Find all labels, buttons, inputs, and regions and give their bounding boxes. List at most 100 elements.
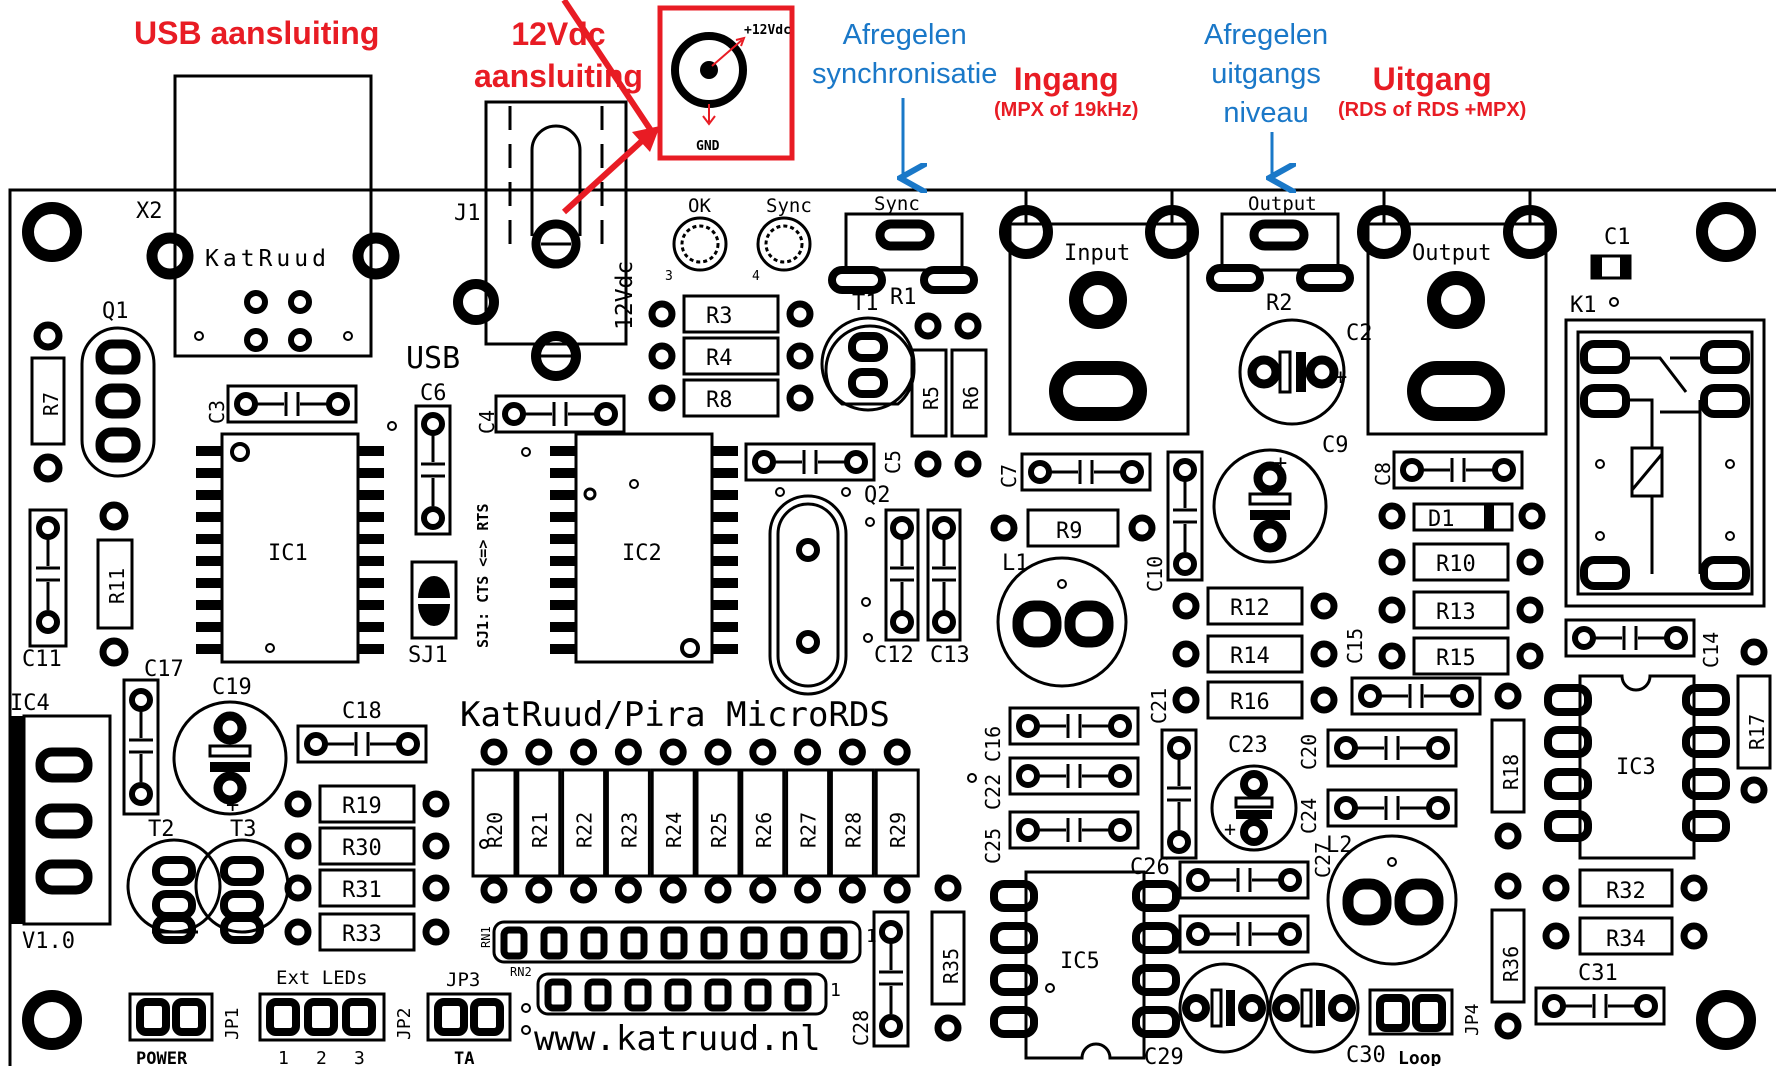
resistor-ref: R20 xyxy=(483,812,507,848)
ic-pin xyxy=(712,446,738,456)
capacitor-body xyxy=(1326,788,1458,828)
ic-pin xyxy=(196,644,222,654)
resistor-body xyxy=(516,768,562,878)
svg-text:+: + xyxy=(1274,451,1287,476)
svg-text:+: + xyxy=(1334,365,1347,390)
inductor-l2 xyxy=(1326,834,1458,966)
solder-pad xyxy=(794,738,822,766)
ic-pin xyxy=(550,622,576,632)
resistor-ref: R30 xyxy=(342,836,382,861)
rn-pin xyxy=(820,926,848,960)
solder-jumper-sj1 xyxy=(410,560,458,640)
l1-ref: L1 xyxy=(1002,551,1029,576)
resistor-r35 xyxy=(930,874,966,1042)
resistor-ref: R15 xyxy=(1436,646,1476,671)
solder-pad xyxy=(480,738,508,766)
solder-pad xyxy=(1378,596,1406,624)
rn-pin xyxy=(780,926,808,960)
cap-c7 xyxy=(1020,452,1152,492)
r7-ref: R7 xyxy=(39,392,63,416)
solder-pad xyxy=(525,876,553,904)
cap-c31 xyxy=(1534,986,1666,1026)
jp1-ref: JP1 xyxy=(222,1007,243,1040)
ic3-ref: IC3 xyxy=(1616,755,1656,780)
ic-pin xyxy=(196,534,222,544)
resistor-r7 xyxy=(30,321,66,483)
ic-pin xyxy=(550,600,576,610)
c19-ref: C19 xyxy=(212,675,252,700)
ic-pin xyxy=(196,622,222,632)
resistor-r36 xyxy=(1490,872,1526,1040)
r36-ref: R36 xyxy=(1499,946,1523,982)
pot-r2 xyxy=(1206,212,1354,292)
solder-pad xyxy=(704,876,732,904)
capacitor-body xyxy=(1008,756,1140,796)
inductor-l1 xyxy=(996,556,1128,688)
rn-pin xyxy=(660,926,688,960)
cap-c18 xyxy=(296,724,428,764)
rn2-ref: RN2 xyxy=(510,965,532,979)
ic5-chip xyxy=(990,870,1180,1060)
t3-ref: T3 xyxy=(230,817,257,842)
ic2-pins xyxy=(550,446,738,654)
c13-ref: C13 xyxy=(930,643,970,668)
solder-pad xyxy=(659,738,687,766)
ic-pin xyxy=(196,490,222,500)
solder-pad xyxy=(284,832,312,860)
c7-ref: C7 xyxy=(997,464,1021,488)
resistor-body xyxy=(561,768,607,878)
resistor-body xyxy=(318,826,416,866)
ic1-chip xyxy=(220,432,360,664)
solder-pad xyxy=(1172,592,1200,620)
resistor-ref: R14 xyxy=(1230,644,1270,669)
r9-ref: R9 xyxy=(1056,519,1083,544)
k1-ref: K1 xyxy=(1570,293,1597,318)
jp3-ref: JP3 xyxy=(446,969,480,991)
c9-ref: C9 xyxy=(1322,433,1349,458)
r35-ref: R35 xyxy=(939,948,963,984)
solder-pad xyxy=(1310,640,1338,668)
solder-pad xyxy=(838,738,866,766)
cap-c10 xyxy=(1166,450,1204,582)
c26-ref: C26 xyxy=(1130,855,1170,880)
rca-input-jack xyxy=(999,188,1199,436)
rn-pin1-a: 1 xyxy=(866,926,877,947)
dc-12vdc-label: 12Vdc xyxy=(612,261,638,330)
usb-brand-label: KatRuud xyxy=(205,246,330,272)
cap-c26 xyxy=(1178,860,1310,900)
ic-pin xyxy=(358,468,384,478)
resistor-body xyxy=(829,768,875,878)
solder-pad xyxy=(422,790,450,818)
dc-jack-j1 xyxy=(453,100,628,381)
resistor-body xyxy=(682,336,780,376)
solder-pad xyxy=(883,876,911,904)
resistor-body xyxy=(682,378,780,418)
led-ok xyxy=(672,216,728,272)
sj1-ref: SJ1 xyxy=(408,643,448,668)
solder-pad xyxy=(1516,548,1544,576)
ic-pin xyxy=(196,556,222,566)
transistor-t1 xyxy=(820,316,916,412)
rn-pin xyxy=(624,978,652,1012)
led-pin4: 4 xyxy=(752,269,760,284)
rn-pin xyxy=(704,978,732,1012)
x2-ref: X2 xyxy=(136,199,163,224)
ic-pin xyxy=(550,534,576,544)
power-label: POWER xyxy=(136,1049,188,1066)
solder-pad xyxy=(1516,596,1544,624)
c2-ref: C2 xyxy=(1346,321,1373,346)
c21-ref: C21 xyxy=(1147,688,1171,724)
c25-ref: C25 xyxy=(981,828,1005,864)
resistor-ref: R22 xyxy=(573,812,597,848)
pot-r1 xyxy=(828,212,978,294)
relay-k1 xyxy=(1564,318,1766,608)
elcap-c29 xyxy=(1178,962,1270,1054)
ic-pin xyxy=(358,490,384,500)
solder-pad xyxy=(570,876,598,904)
board-title: KatRuud/Pira MicroRDS xyxy=(460,695,890,735)
c12-ref: C12 xyxy=(874,643,914,668)
solder-pad xyxy=(422,832,450,860)
diode-d1 xyxy=(1378,502,1546,532)
